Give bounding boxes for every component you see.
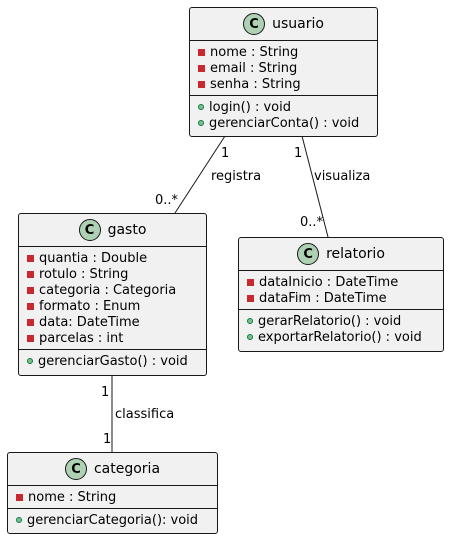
public-visibility-icon <box>198 120 204 126</box>
method-row: exportarRelatorio() : void <box>247 329 437 345</box>
class-name: usuario <box>272 16 324 32</box>
association-line-registra <box>174 135 226 214</box>
attribute-row-text: formato : Enum <box>39 298 141 314</box>
private-visibility-icon <box>27 270 34 278</box>
method-row: gerenciarCategoria(): void <box>16 512 211 528</box>
attribute-row-text: data: DateTime <box>39 314 140 330</box>
method-row: gerenciarConta() : void <box>198 115 371 131</box>
attribute-row: dataFim : DateTime <box>247 290 437 306</box>
class-icon: C <box>297 243 320 265</box>
mult-registra-to: 0..* <box>155 193 179 208</box>
mult-classifica-from: 1 <box>101 385 109 400</box>
attribute-row-text: nome : String <box>28 489 117 505</box>
attribute-row-text: rotulo : String <box>39 266 129 282</box>
method-row-text: gerenciarConta() : void <box>209 115 360 131</box>
public-visibility-icon <box>198 104 204 110</box>
class-icon: C <box>78 219 101 241</box>
private-visibility-icon <box>198 80 205 88</box>
class-icon: C <box>64 458 87 480</box>
private-visibility-icon <box>27 254 34 262</box>
method-row-text: gerarRelatorio() : void <box>258 313 402 329</box>
private-visibility-icon <box>198 64 205 72</box>
public-visibility-icon <box>27 358 33 364</box>
attribute-row-text: parcelas : int <box>39 330 124 346</box>
association-line-visualiza <box>301 135 329 238</box>
attribute-row: email : String <box>198 60 371 76</box>
attribute-row-text: dataInicio : DateTime <box>259 274 399 290</box>
private-visibility-icon <box>27 334 34 342</box>
label-classifica: classifica <box>115 407 174 422</box>
public-visibility-icon <box>16 517 22 523</box>
attribute-row: categoria : Categoria <box>27 282 200 298</box>
method-row: login() : void <box>198 99 371 115</box>
mult-classifica-to: 1 <box>103 432 111 447</box>
method-row-text: login() : void <box>209 99 291 115</box>
method-row-text: gerenciarGasto() : void <box>38 353 188 369</box>
class-name: relatorio <box>326 246 385 262</box>
attribute-row-text: categoria : Categoria <box>39 282 177 298</box>
private-visibility-icon <box>27 318 34 326</box>
class-icon: C <box>243 13 266 35</box>
attribute-row-text: dataFim : DateTime <box>259 290 387 306</box>
attribute-row: nome : String <box>16 489 211 505</box>
attribute-row: dataInicio : DateTime <box>247 274 437 290</box>
method-row: gerenciarGasto() : void <box>27 353 200 369</box>
attribute-row: rotulo : String <box>27 266 200 282</box>
methods-section: gerenciarCategoria(): void <box>8 509 217 531</box>
attribute-row-text: email : String <box>210 60 298 76</box>
methods-section: gerenciarGasto() : void <box>19 350 206 372</box>
attribute-row: parcelas : int <box>27 330 200 346</box>
method-row-text: gerenciarCategoria(): void <box>27 512 199 528</box>
private-visibility-icon <box>198 48 205 56</box>
method-row-text: exportarRelatorio() : void <box>258 329 422 345</box>
mult-visualiza-from: 1 <box>294 146 302 161</box>
attribute-row-text: quantia : Double <box>39 250 148 266</box>
private-visibility-icon <box>16 493 23 501</box>
label-registra: registra <box>211 169 261 184</box>
public-visibility-icon <box>247 334 253 340</box>
private-visibility-icon <box>247 278 254 286</box>
private-visibility-icon <box>27 286 34 294</box>
class-name: categoria <box>93 461 161 477</box>
public-visibility-icon <box>247 318 253 324</box>
attribute-row: senha : String <box>198 76 371 92</box>
attribute-row: data: DateTime <box>27 314 200 330</box>
attribute-row-text: senha : String <box>210 76 301 92</box>
label-visualiza: visualiza <box>314 169 370 184</box>
method-row: gerarRelatorio() : void <box>247 313 437 329</box>
attribute-row-text: nome : String <box>210 44 299 60</box>
attributes-section: nome : String <box>8 486 217 509</box>
private-visibility-icon <box>247 294 254 302</box>
attribute-row: quantia : Double <box>27 250 200 266</box>
private-visibility-icon <box>27 302 34 310</box>
mult-visualiza-to: 0..* <box>300 215 324 230</box>
class-name: gasto <box>107 222 147 238</box>
attribute-row: formato : Enum <box>27 298 200 314</box>
attribute-row: nome : String <box>198 44 371 60</box>
mult-registra-from: 1 <box>221 146 229 161</box>
